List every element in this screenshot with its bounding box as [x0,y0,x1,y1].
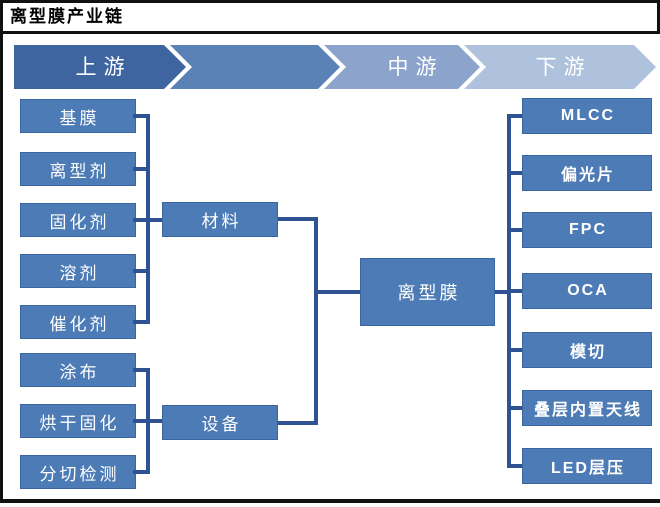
connector [507,406,522,410]
connector [133,218,146,222]
materials-bracket-spine [146,114,150,324]
connector [133,320,146,324]
equipment-bracket-spine [146,368,150,474]
banner-label-downstream: 下游 [535,55,592,79]
page-title: 离型膜产业链 [10,7,124,26]
center-merge-spine [314,217,318,425]
chevron-downstream [464,45,656,89]
connector-into-release-film [314,290,360,294]
box-curing-agent: 固化剂 [20,203,136,237]
box-polarizer: 偏光片 [522,155,652,191]
connector [133,167,146,171]
box-coating: 涂布 [20,353,136,387]
box-mlcc: MLCC [522,98,652,134]
connector [507,289,522,293]
connector-equipment-out [278,421,318,425]
connector [507,228,522,232]
connector [507,348,522,352]
box-die-cutting: 模切 [522,332,652,368]
connector-to-materials [150,218,162,222]
stage-chevron-banner [14,45,656,89]
banner-label-midstream: 中游 [387,55,444,79]
connector [507,171,522,175]
connector-to-equipment [150,419,162,423]
box-equipment-group: 设备 [162,405,278,440]
box-base-film: 基膜 [20,99,136,133]
connector [133,368,146,372]
connector [133,269,146,273]
box-drying-curing: 烘干固化 [20,404,136,438]
connector [133,470,146,474]
chevron-upstream [14,45,186,89]
connector-materials-out [278,217,318,221]
box-solvent: 溶剂 [20,254,136,288]
frame-left-border [0,0,3,503]
connector [507,114,522,118]
frame-right-border [657,0,660,34]
box-oca: OCA [522,273,652,309]
box-catalyst: 催化剂 [20,305,136,339]
connector-out-of-release-film [495,290,511,294]
box-release-film: 离型膜 [360,258,495,326]
box-fpc: FPC [522,212,652,248]
banner-label-upstream: 上游 [75,55,132,79]
connector [133,114,146,118]
chevron-midstream [324,45,480,89]
title-underline [0,31,660,34]
box-materials-group: 材料 [162,202,278,237]
box-led-lamination: LED层压 [522,448,652,484]
box-release-agent: 离型剂 [20,152,136,186]
connector [507,464,522,468]
frame-top-border [0,0,660,3]
frame-bottom-border [0,499,660,503]
box-slitting-inspection: 分切检测 [20,455,136,489]
connector [133,419,146,423]
chevron-spacer [170,45,340,89]
box-laminated-antenna: 叠层内置天线 [522,390,652,426]
